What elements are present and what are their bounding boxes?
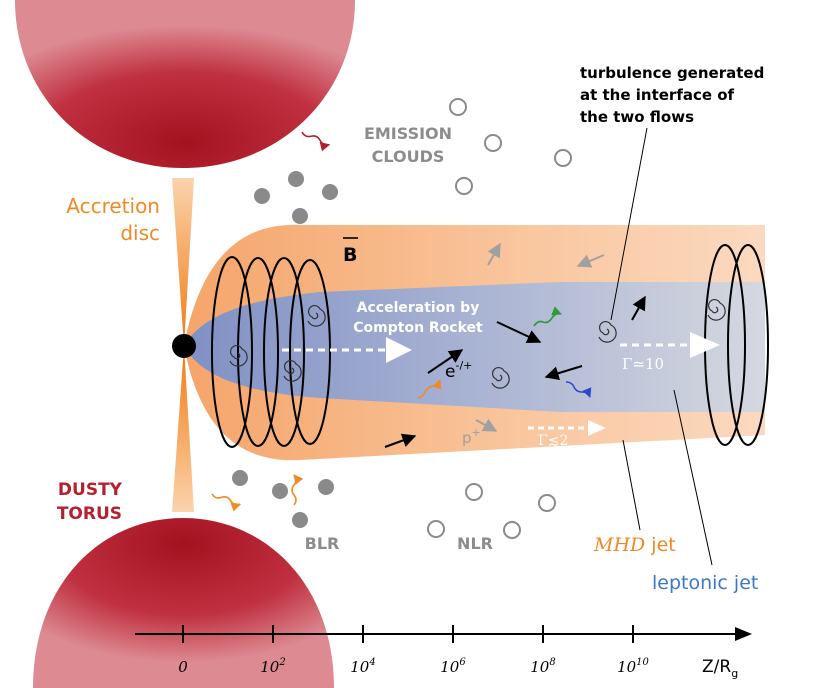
callout-lines [610, 127, 713, 566]
photon-orange-up [291, 474, 304, 506]
proton-label: p+ [462, 426, 481, 447]
leptonic-jet-label: leptonic jet [652, 572, 758, 594]
turbulence-label-line2: at the interface of [580, 86, 735, 104]
acceleration-label-line2: Compton Rocket [353, 320, 483, 336]
axis-label: Z/Rg [702, 657, 738, 680]
emission-clouds-line2: CLOUDS [372, 147, 445, 166]
bfield-label: B [343, 244, 357, 266]
dusty-torus-label-line1: DUSTY [58, 480, 123, 500]
axis-tick-label: 102 [260, 657, 285, 676]
turbulence-label-line1: turbulence generated [580, 64, 764, 82]
axis-tick-label: 104 [350, 657, 375, 676]
axis-tick-label: 1010 [617, 657, 649, 676]
axis-ticks: 0 102 104 106 108 1010 [178, 625, 650, 676]
photon-blue [565, 381, 592, 398]
axis-tick-label: 108 [530, 657, 555, 676]
photon-orange-bottom [211, 493, 242, 512]
gamma-fast-label: Γ≃10 [622, 355, 664, 373]
turbulence-spirals [229, 299, 726, 389]
turbulence-label-line3: the two flows [580, 108, 694, 126]
dusty-torus-label-line2: TORUS [57, 504, 122, 524]
emission-clouds-line1: EMISSION [364, 124, 452, 143]
photon-red [301, 131, 331, 152]
black-hole [172, 334, 196, 358]
accretion-disc-top [172, 178, 194, 346]
photon-orange-jet [417, 379, 442, 399]
magnetic-helix-left [211, 256, 331, 448]
nlr-label: NLR [457, 534, 493, 553]
nlr-clouds [427, 98, 572, 539]
axis-tick-label: 0 [178, 658, 188, 676]
gamma-slow-label: Γ≲2 [538, 433, 568, 449]
accretion-disc-bottom [172, 346, 194, 512]
blr-clouds [232, 171, 338, 528]
torus-top [15, 0, 355, 168]
mhd-jet-label: MHD jet [593, 534, 676, 556]
axis-tick-label: 106 [440, 657, 466, 676]
particle-arrows [384, 295, 646, 448]
accretion-label-line2: disc [120, 221, 160, 245]
acceleration-label-line1: Acceleration by [357, 300, 480, 316]
blr-label: BLR [305, 534, 340, 553]
gray-arrows [475, 242, 605, 432]
distance-axis: 0 102 104 106 108 1010 Z/Rg [135, 625, 752, 680]
electron-label: e-/+ [445, 359, 472, 382]
accretion-label-line1: Accretion [66, 194, 160, 218]
flow-arrows [282, 332, 720, 436]
torus-bottom [33, 518, 334, 688]
photon-green [533, 306, 562, 327]
